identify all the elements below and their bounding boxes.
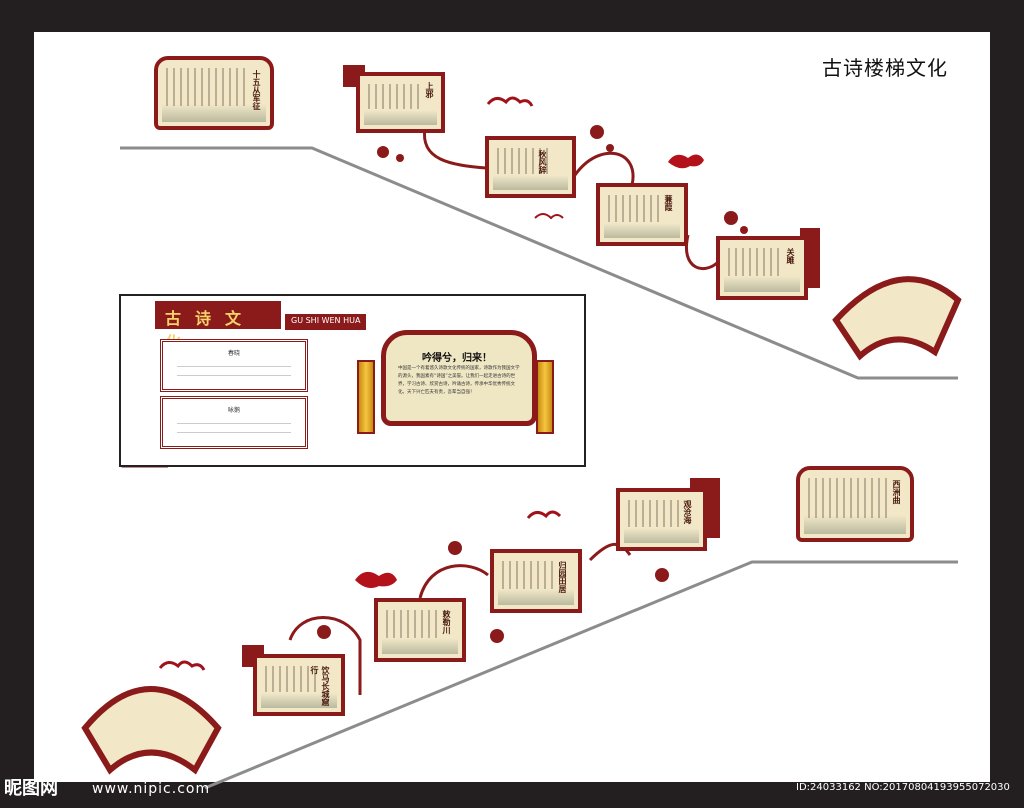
poem-text-lines	[502, 561, 556, 589]
cloud-icon	[668, 154, 704, 169]
decor-dot	[396, 154, 404, 162]
poem-text-lines	[728, 248, 782, 276]
panel-pinyin: GU SHI WEN HUA	[285, 314, 367, 330]
lower-connector	[588, 542, 632, 562]
poem-title: 敕勒川	[442, 610, 451, 634]
decor-dot	[655, 568, 669, 582]
poem-text-lines	[628, 500, 681, 527]
cloud-icon	[534, 213, 564, 220]
lower-connector	[288, 616, 362, 695]
decor-dot	[490, 629, 504, 643]
score-notation	[177, 358, 291, 381]
landscape-wash	[261, 692, 337, 708]
lower-poem-frame: 观沧海	[616, 488, 707, 551]
landscape-wash	[604, 222, 680, 238]
decor-dot	[740, 226, 748, 234]
landscape-wash	[724, 276, 800, 292]
scroll-body	[381, 330, 537, 426]
scroll-heading: 吟得兮，归来！	[422, 353, 492, 364]
lower-poem-frame: 饮马长城窟行	[253, 654, 345, 716]
poem-text-lines	[386, 610, 440, 638]
landscape-wash	[382, 638, 458, 654]
poem-title: 饮马长城窟行	[310, 666, 330, 706]
upper-connector	[573, 151, 635, 186]
cloud-icon	[355, 571, 397, 588]
decor-dot	[590, 125, 604, 139]
landscape-wash	[493, 174, 568, 190]
decor-dot	[606, 144, 614, 152]
lower-stair-line	[204, 560, 958, 790]
upper-book-frame: 十五从军征	[154, 56, 274, 130]
upper-stair-line	[120, 146, 958, 380]
poem-text-lines	[265, 666, 319, 692]
poem-text-lines	[497, 148, 550, 174]
score-notation	[177, 415, 291, 438]
poem-text-lines	[368, 84, 419, 109]
upper-poem-frame: 秋风辞	[485, 136, 576, 198]
fan-frame-right	[832, 276, 962, 361]
poem-text-lines	[608, 195, 662, 222]
decor-dot	[724, 211, 738, 225]
poem-text-lines	[166, 68, 248, 106]
lower-connector	[418, 564, 489, 599]
upper-poem-frame: 上邪	[356, 72, 445, 133]
landscape-wash	[364, 110, 437, 125]
poem-title: 上邪	[425, 82, 434, 98]
lower-poem-frame: 敕勒川	[374, 598, 466, 662]
upper-connector	[684, 234, 720, 271]
poem-title: 观沧海	[683, 500, 692, 524]
music-score-frame: 咏鹅	[160, 396, 308, 449]
landscape-wash	[804, 514, 906, 534]
decor-dot	[317, 625, 331, 639]
poem-text-lines	[808, 478, 888, 518]
poem-title: 秋风辞	[538, 150, 547, 174]
poem-title: 关雎	[786, 248, 795, 264]
poem-title: 蒹葭	[664, 195, 673, 211]
decor-dot	[448, 541, 462, 555]
cloud-icon	[486, 96, 534, 107]
poem-title: 西洲曲	[892, 480, 901, 504]
music-score-frame: 春晓	[160, 339, 308, 392]
landscape-wash	[162, 103, 266, 122]
scroll-text: 中国是一个有着悠久诗歌文化传统的国家，诗歌作为我国文学的源头，我国素有“诗国”之…	[398, 366, 520, 395]
upper-connector	[423, 127, 487, 170]
poem-title: 归园田居	[558, 561, 567, 593]
watermark-id: ID:24033162 NO:20170804193955072030	[796, 782, 1010, 793]
cloud-icon	[158, 660, 206, 671]
upper-poem-frame: 关雎	[716, 236, 808, 300]
score-title: 咏鹅	[227, 407, 240, 414]
decor-dot	[377, 146, 389, 158]
lower-book-frame: 西洲曲	[796, 466, 914, 542]
fan-frame-left	[81, 686, 222, 775]
upper-poem-frame: 蒹葭	[596, 183, 688, 246]
watermark-url: www.nipic.com	[92, 781, 211, 797]
scroll-roll-right	[536, 360, 554, 434]
landscape-wash	[624, 527, 699, 543]
poem-title: 十五从军征	[252, 70, 261, 110]
watermark-logo: 昵图网	[4, 778, 58, 799]
panel-title-badge: 古诗文化	[155, 301, 281, 352]
lower-poem-frame: 归园田居	[490, 549, 582, 613]
cloud-icon	[526, 510, 562, 519]
landscape-wash	[498, 589, 574, 605]
score-title: 春晓	[227, 350, 240, 357]
page-title: 古诗楼梯文化	[822, 56, 948, 80]
scroll-roll-left	[357, 360, 375, 434]
